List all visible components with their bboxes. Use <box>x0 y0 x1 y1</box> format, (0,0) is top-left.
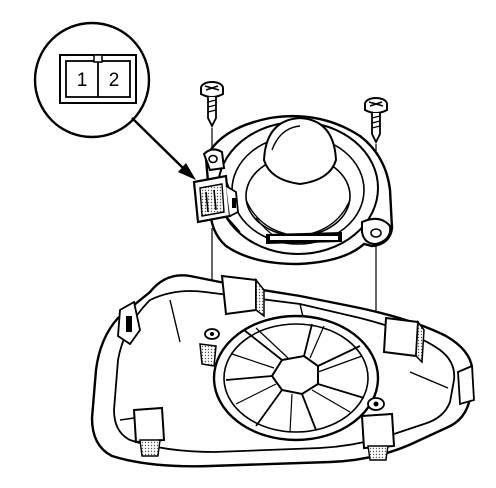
screw-icon-left <box>200 81 224 129</box>
pin-1-label: 1 <box>77 70 88 91</box>
mounting-boss-left <box>199 328 220 367</box>
speaker-grille-icon <box>212 314 380 442</box>
mounting-boss-right <box>367 397 385 411</box>
connector-icon <box>192 174 239 224</box>
connector-face-icon <box>59 54 137 104</box>
pin-2-label: 2 <box>109 70 120 91</box>
connector-inset: 1 2 <box>33 21 151 139</box>
arrow-icon <box>131 117 196 180</box>
speaker-icon <box>202 114 394 266</box>
screw-icon-right <box>364 97 388 145</box>
